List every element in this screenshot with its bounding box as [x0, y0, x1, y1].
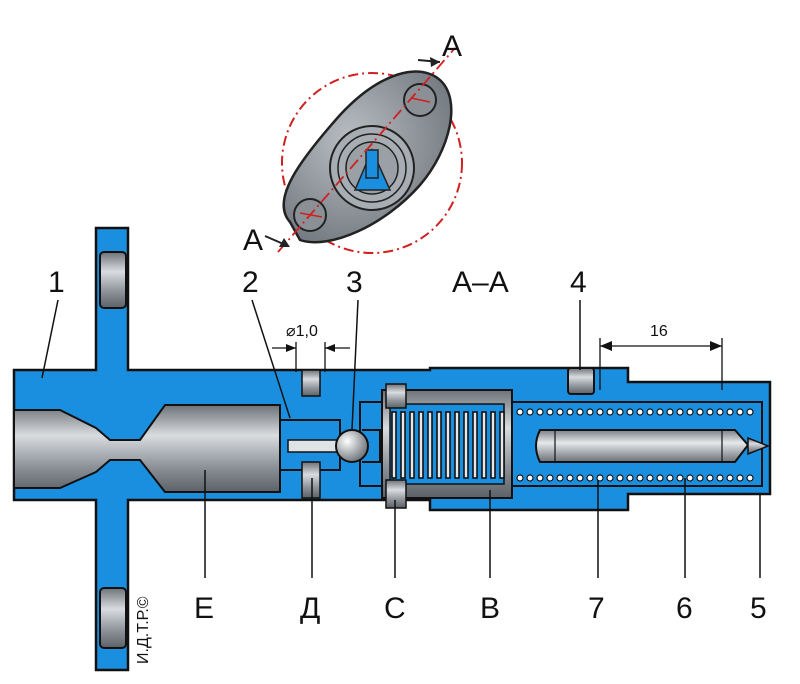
inlet-channel [13, 404, 281, 493]
callout-d: Д [300, 592, 320, 625]
leader-lines [41, 299, 761, 578]
callout-5: 5 [750, 592, 767, 625]
orifice-dimension: ⌀1,0 [286, 323, 318, 340]
top-view: А А [243, 30, 463, 257]
callout-3: 3 [346, 266, 363, 299]
orifice-channel [287, 439, 339, 453]
callout-6: 6 [676, 592, 693, 625]
callout-b: В [480, 592, 500, 625]
callout-4: 4 [570, 266, 587, 299]
flange-bolt-bottom [99, 587, 127, 649]
spring-end-coils [516, 408, 754, 482]
callout-2: 2 [242, 266, 259, 299]
section-marker-upper: А [442, 30, 462, 63]
callout-e: Е [194, 592, 214, 625]
flange-bolt-top [99, 251, 127, 309]
ring [385, 479, 407, 509]
check-ball [335, 429, 369, 463]
length-dimension: 16 [650, 323, 668, 340]
callout-1: 1 [48, 266, 65, 299]
spring [391, 411, 505, 479]
section-line [277, 47, 456, 253]
section-view: ⌀1,0 16 А–А 1 2 3 4 Е Д С [12, 226, 772, 672]
author-signature: И.Д.Т.Р.© [135, 596, 152, 664]
callout-7: 7 [588, 592, 605, 625]
section-title: А–А [452, 266, 509, 299]
pin [535, 429, 750, 463]
screw [567, 367, 595, 395]
callout-c: С [384, 592, 406, 625]
section-marker-lower: А [243, 224, 263, 257]
axis-circle [281, 72, 463, 254]
